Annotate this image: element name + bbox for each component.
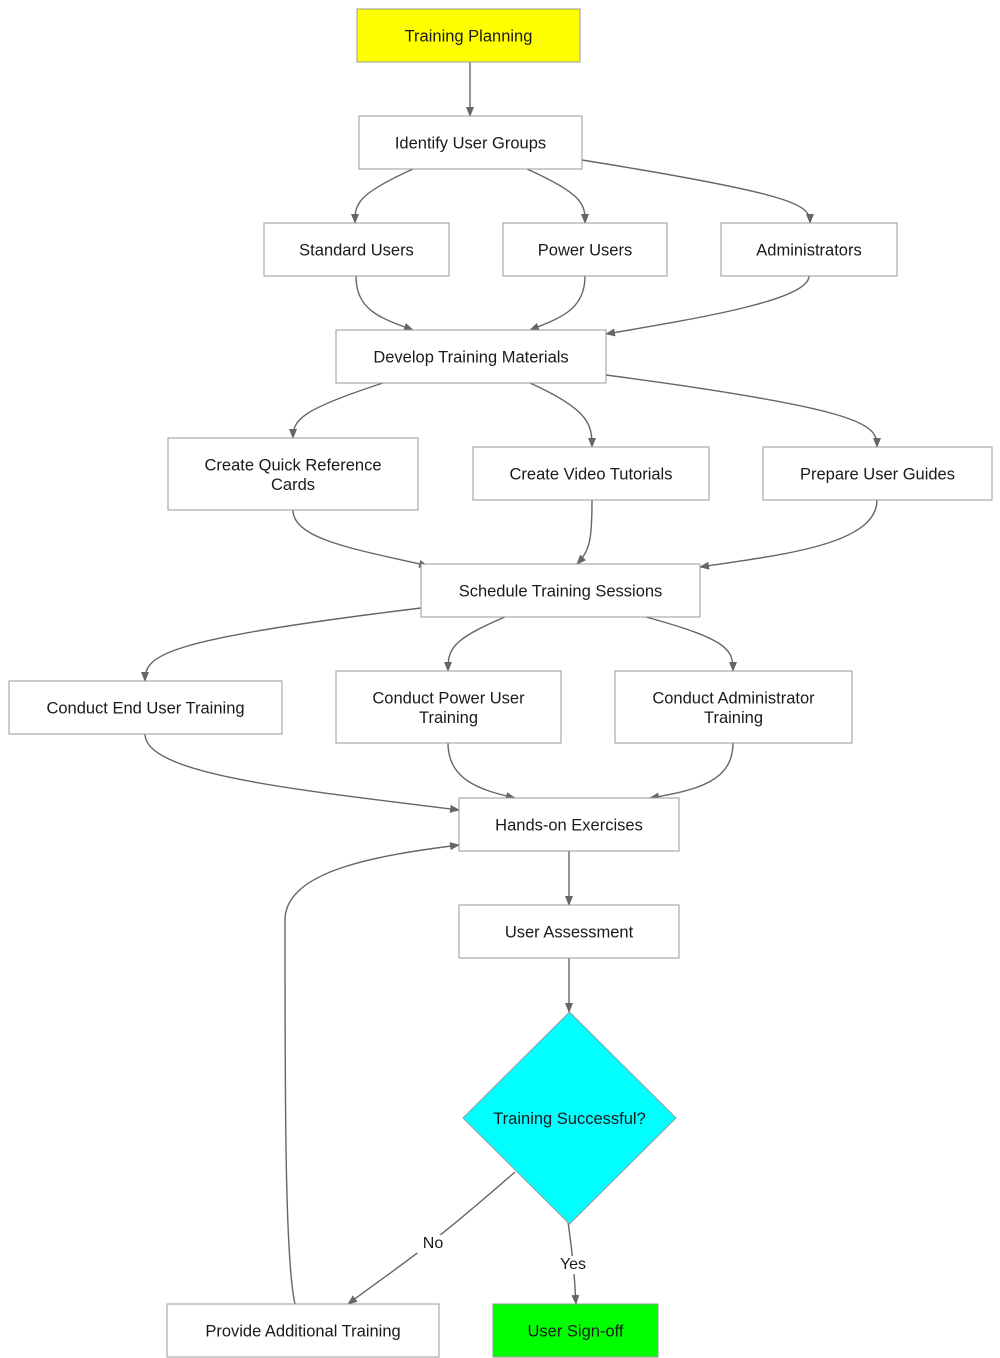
node-label: Create Quick Reference (205, 456, 382, 474)
process-box (720, 222, 898, 277)
edge-standard-users-to-develop-training-materials (355, 275, 414, 331)
node-prepare-user-guides[interactable]: Prepare User Guides (762, 446, 993, 501)
node-label: Training Successful? (493, 1110, 646, 1128)
process-box (472, 446, 710, 501)
edge-schedule-training-sessions-to-conduct-end-user-training (141, 607, 422, 682)
edge-conduct-end-user-training-to-hands-on-exercises (144, 733, 460, 813)
edge-create-quick-reference-cards-to-schedule-training-sessions (292, 509, 429, 568)
edge-power-users-to-develop-training-materials (529, 275, 586, 331)
node-label: Training (419, 709, 478, 727)
node-hands-on-exercises[interactable]: Hands-on Exercises (458, 797, 680, 852)
node-label: Schedule Training Sessions (459, 583, 663, 601)
node-administrators[interactable]: Administrators (720, 222, 898, 277)
edge-label-background (557, 1256, 589, 1274)
node-training-successful[interactable]: Training Successful? (462, 1011, 677, 1225)
edge-create-video-tutorials-to-schedule-training-sessions (576, 499, 593, 565)
node-label: Training Planning (405, 28, 533, 46)
edge-administrators-to-develop-training-materials (605, 275, 810, 337)
node-label: Create Video Tutorials (510, 466, 673, 484)
node-training-planning[interactable]: Training Planning (356, 8, 581, 63)
process-box (458, 904, 680, 959)
edge-identify-user-groups-to-administrators (581, 159, 814, 224)
node-label: Training (704, 709, 763, 727)
process-box (335, 329, 607, 384)
node-label: Identify User Groups (395, 135, 546, 153)
process-box (420, 563, 701, 618)
node-label: Conduct Power User (372, 689, 525, 707)
edge-label-yes: Yes (560, 1256, 586, 1273)
node-identify-user-groups[interactable]: Identify User Groups (358, 115, 583, 170)
node-label: Develop Training Materials (373, 349, 568, 367)
process-box (492, 1303, 659, 1358)
edges-layer (141, 62, 881, 1305)
process-box (166, 1303, 440, 1358)
node-label: Prepare User Guides (800, 466, 955, 484)
node-label: Provide Additional Training (205, 1323, 400, 1341)
node-create-video-tutorials[interactable]: Create Video Tutorials (472, 446, 710, 501)
edge-provide-additional-training-to-hands-on-exercises (284, 842, 460, 1305)
node-conduct-end-user-training[interactable]: Conduct End User Training (8, 680, 283, 735)
edge-develop-training-materials-to-prepare-user-guides (605, 374, 881, 448)
edge-develop-training-materials-to-create-quick-reference-cards (289, 382, 384, 439)
edge-conduct-power-user-training-to-hands-on-exercises (447, 742, 516, 800)
node-label: Power Users (538, 242, 632, 260)
node-label: Administrators (756, 242, 861, 260)
node-standard-users[interactable]: Standard Users (263, 222, 450, 277)
edge-identify-user-groups-to-power-users (526, 168, 589, 224)
node-label: Conduct Administrator (652, 689, 815, 707)
edge-schedule-training-sessions-to-conduct-administrator-training (645, 616, 737, 672)
node-label: Standard Users (299, 242, 414, 260)
node-develop-training-materials[interactable]: Develop Training Materials (335, 329, 607, 384)
node-user-sign-off[interactable]: User Sign-off (492, 1303, 659, 1358)
process-box (502, 222, 668, 277)
edge-identify-user-groups-to-standard-users (351, 168, 414, 224)
node-label: Cards (271, 476, 315, 494)
process-box (335, 670, 562, 744)
node-user-assessment[interactable]: User Assessment (458, 904, 680, 959)
process-box (8, 680, 283, 735)
process-box (614, 670, 853, 744)
process-box (762, 446, 993, 501)
edge-develop-training-materials-to-create-video-tutorials (529, 382, 596, 448)
process-box (263, 222, 450, 277)
process-box (167, 437, 419, 511)
edge-training-successful-to-user-sign-off (567, 1221, 580, 1305)
node-label: User Assessment (505, 924, 634, 942)
node-provide-additional-training[interactable]: Provide Additional Training (166, 1303, 440, 1358)
node-schedule-training-sessions[interactable]: Schedule Training Sessions (420, 563, 701, 618)
node-label: Hands-on Exercises (495, 817, 643, 835)
edge-conduct-administrator-training-to-hands-on-exercises (649, 742, 734, 801)
edge-label-no: No (423, 1235, 444, 1252)
process-box (458, 797, 680, 852)
decision-diamond (462, 1011, 677, 1225)
edge-label-background (417, 1235, 449, 1253)
edge-schedule-training-sessions-to-conduct-power-user-training (444, 616, 506, 672)
edge-prepare-user-guides-to-schedule-training-sessions (699, 499, 878, 570)
node-label: User Sign-off (528, 1323, 624, 1341)
node-label: Conduct End User Training (46, 700, 244, 718)
node-power-users[interactable]: Power Users (502, 222, 668, 277)
edge-training-successful-to-provide-additional-training (347, 1171, 516, 1305)
process-box (356, 8, 581, 63)
process-box (358, 115, 583, 170)
